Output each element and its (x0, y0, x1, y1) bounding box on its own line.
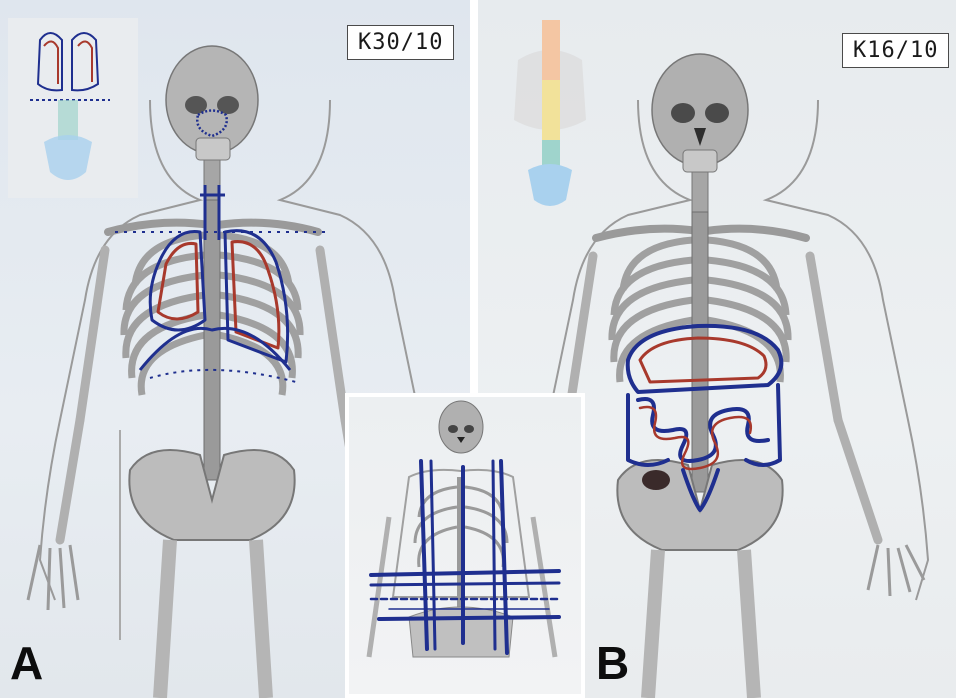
case-label-b: K16/10 (842, 33, 949, 68)
panel-letter-a: A (10, 640, 43, 686)
panel-letter-b: B (596, 640, 629, 686)
reference-spine-chart (514, 20, 586, 206)
case-label-a: K30/10 (347, 25, 454, 60)
panel-inset-grid (345, 393, 585, 698)
skull-b (652, 54, 748, 172)
spine-b (692, 212, 708, 492)
inset-drawing (349, 397, 581, 694)
skull-a (166, 46, 258, 160)
spine-a (204, 200, 220, 480)
reference-spine (58, 100, 78, 140)
